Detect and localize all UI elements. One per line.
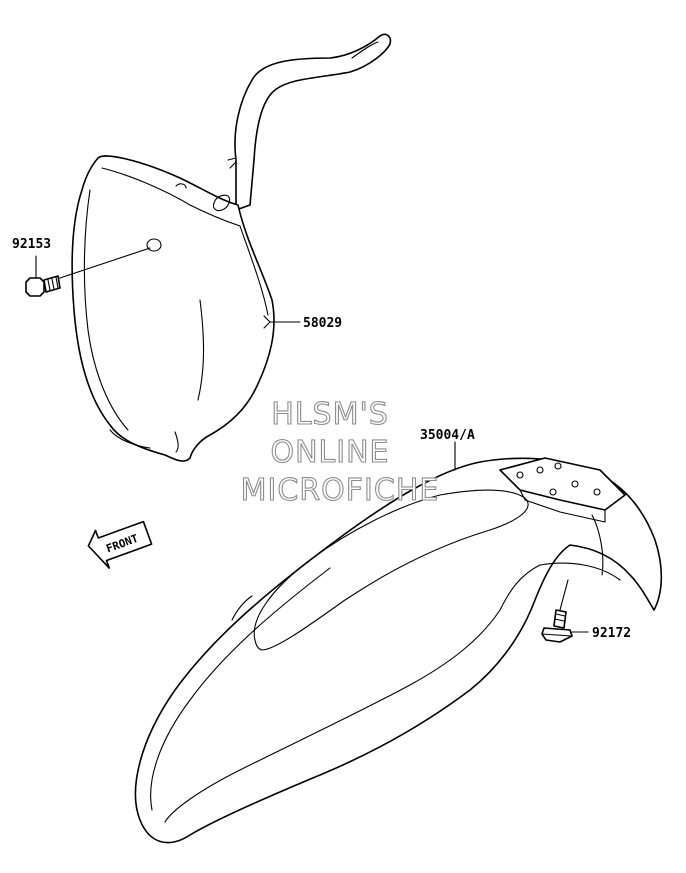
number-plate[interactable] (71, 33, 392, 462)
front-direction-arrow: FRONT (87, 520, 153, 569)
watermark-line-2: ONLINE (270, 435, 389, 470)
bolt-92172[interactable] (541, 579, 573, 643)
label-35004a: 35004/A (420, 428, 475, 443)
label-58029: 58029 (303, 316, 342, 331)
leader-lines (263, 315, 589, 633)
front-fender[interactable] (134, 457, 663, 844)
label-92172: 92172 (592, 626, 631, 641)
watermark-line-1: HLSM'S (271, 397, 389, 432)
watermark: HLSM'S ONLINE MICROFICHE (240, 396, 440, 508)
bolt-92153[interactable] (25, 247, 151, 297)
watermark-line-3: MICROFICHE (241, 473, 440, 508)
label-92153: 92153 (12, 237, 51, 252)
